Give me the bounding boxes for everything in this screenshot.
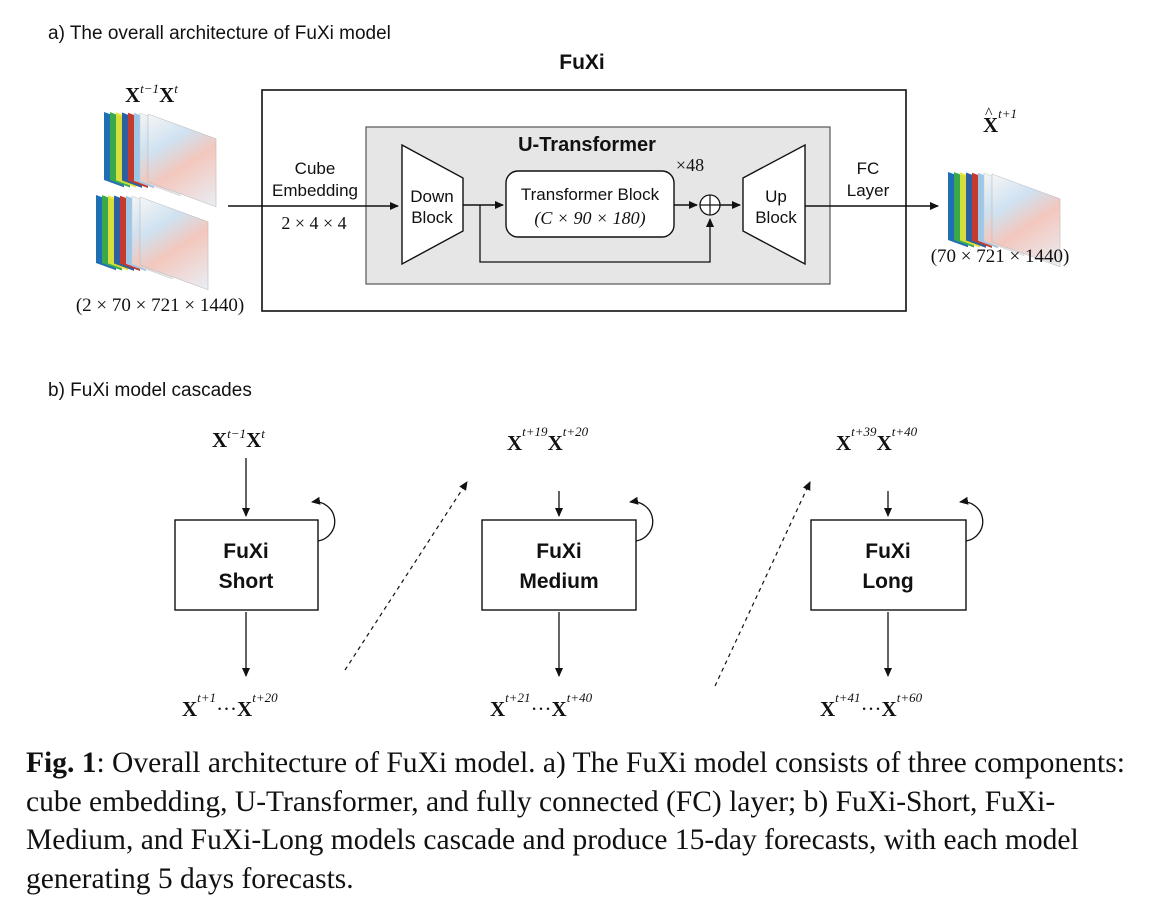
fuxi-title: FuXi — [559, 51, 605, 74]
architecture-figure: a) The overall architecture of FuXi mode… — [48, 23, 1070, 721]
fuxi-long-model: Xt+39Xt+40 FuXi Long Xt+41···Xt+60 — [810, 424, 984, 721]
repeat-label: ×48 — [676, 155, 704, 175]
transformer-block-shape: (C × 90 × 180) — [534, 208, 645, 229]
medium-model-label-1: FuXi — [536, 540, 582, 563]
cascade-arrow-2 — [714, 481, 811, 687]
transformer-block — [505, 170, 675, 238]
short-loop-arrow — [311, 496, 336, 542]
fuxi-medium-model: Xt+19Xt+20 FuXi Medium Xt+21···Xt+40 — [481, 424, 654, 721]
short-model-box — [174, 519, 319, 611]
sum-node — [699, 194, 721, 216]
up-block-label-2: Block — [755, 208, 797, 227]
panel-b-label: b) FuXi model cascades — [48, 380, 252, 401]
figure-caption: Fig. 1: Overall architecture of FuXi mod… — [26, 744, 1136, 898]
caption-fig-label: Fig. 1 — [26, 747, 97, 779]
long-output-label: Xt+41···Xt+60 — [820, 690, 923, 721]
transformer-block-label: Transformer Block — [521, 185, 660, 204]
down-block-label-1: Down — [410, 187, 453, 206]
long-model-box — [810, 519, 967, 611]
input-shape: (2 × 70 × 721 × 1440) — [76, 295, 244, 316]
medium-input-label: Xt+19Xt+20 — [507, 424, 589, 455]
fc-layer-label-1: FC — [857, 159, 880, 178]
output-label: Xt+1 — [983, 106, 1017, 137]
caption-text: : Overall architecture of FuXi model. a)… — [26, 747, 1125, 895]
panel-a-label: a) The overall architecture of FuXi mode… — [48, 23, 391, 44]
cube-embedding-label-1: Cube — [295, 159, 336, 178]
long-model-label-2: Long — [862, 570, 913, 593]
output-data-cube — [948, 172, 1061, 268]
short-model-label-2: Short — [219, 570, 274, 593]
fc-layer-label-2: Layer — [847, 181, 890, 200]
medium-model-box — [481, 519, 637, 611]
down-block-label-2: Block — [411, 208, 453, 227]
skip-connection — [479, 205, 714, 263]
input-data-cube-top — [104, 112, 217, 208]
cube-embedding-size: 2 × 4 × 4 — [281, 213, 346, 233]
up-block-label-1: Up — [765, 187, 787, 206]
output-shape: (70 × 721 × 1440) — [931, 246, 1070, 267]
fuxi-outer-box — [261, 89, 907, 312]
medium-model-label-2: Medium — [519, 570, 598, 593]
down-block — [401, 143, 464, 266]
short-input-label: Xt−1Xt — [212, 426, 265, 452]
short-model-label-1: FuXi — [223, 540, 269, 563]
fuxi-short-model: Xt−1Xt FuXi Short Xt+1···Xt+20 — [174, 426, 336, 721]
medium-loop-arrow — [629, 496, 654, 542]
long-model-label-1: FuXi — [865, 540, 911, 563]
cube-embedding-label-2: Embedding — [272, 181, 358, 200]
input-data-cube-bottom — [96, 195, 209, 291]
output-hat: ^ — [985, 105, 993, 122]
medium-output-label: Xt+21···Xt+40 — [490, 690, 593, 721]
cascade-arrow-1 — [344, 481, 468, 671]
input-label: Xt−1Xt — [125, 81, 178, 107]
long-loop-arrow — [959, 496, 984, 542]
short-output-label: Xt+1···Xt+20 — [182, 690, 278, 721]
long-input-label: Xt+39Xt+40 — [836, 424, 918, 455]
up-block — [742, 143, 806, 266]
u-transformer-title: U-Transformer — [518, 134, 656, 156]
